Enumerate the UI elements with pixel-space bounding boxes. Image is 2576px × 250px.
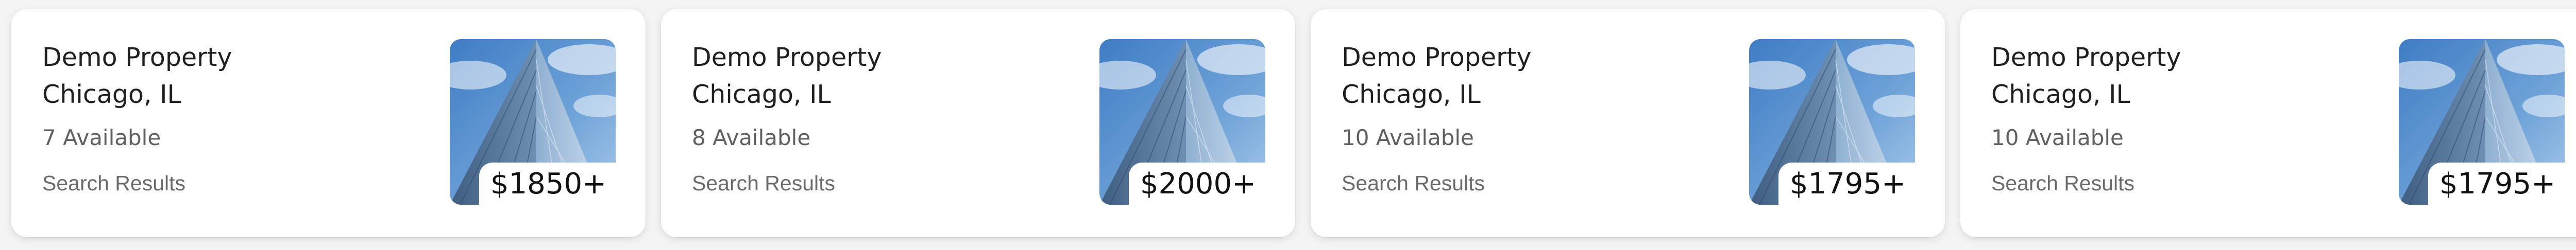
property-photo[interactable]: $1795+ — [2399, 39, 2565, 205]
price-badge: $1850+ — [479, 163, 616, 205]
property-info: Demo Property Chicago, IL 10 Available S… — [1991, 39, 2352, 198]
search-results-link[interactable]: Search Results — [692, 171, 836, 195]
property-location: Chicago, IL — [692, 80, 831, 109]
property-name[interactable]: Demo Property — [692, 43, 882, 72]
property-card[interactable]: Demo Property Chicago, IL 10 Available S… — [1960, 9, 2576, 237]
property-name[interactable]: Demo Property — [1342, 43, 1532, 72]
price-badge: $1795+ — [1778, 163, 1915, 205]
price-badge: $2000+ — [1128, 163, 1265, 205]
availability-count: 10 Available — [1342, 125, 1474, 150]
property-card[interactable]: Demo Property Chicago, IL 10 Available S… — [1311, 9, 1945, 237]
property-location: Chicago, IL — [1991, 80, 2130, 109]
search-results-link[interactable]: Search Results — [42, 171, 186, 195]
search-results-link[interactable]: Search Results — [1991, 171, 2135, 195]
property-location: Chicago, IL — [42, 80, 181, 109]
property-photo[interactable]: $2000+ — [1099, 39, 1265, 205]
property-name[interactable]: Demo Property — [1991, 43, 2181, 72]
property-photo[interactable]: $1850+ — [450, 39, 616, 205]
property-location: Chicago, IL — [1342, 80, 1481, 109]
availability-count: 7 Available — [42, 125, 161, 150]
availability-count: 8 Available — [692, 125, 811, 150]
property-card[interactable]: Demo Property Chicago, IL 8 Available Se… — [661, 9, 1295, 237]
property-name[interactable]: Demo Property — [42, 43, 232, 72]
property-card-row: Demo Property Chicago, IL 7 Available Se… — [11, 9, 2576, 237]
property-info: Demo Property Chicago, IL 7 Available Se… — [42, 39, 403, 198]
property-card[interactable]: Demo Property Chicago, IL 7 Available Se… — [11, 9, 646, 237]
price-badge: $1795+ — [2428, 163, 2565, 205]
property-info: Demo Property Chicago, IL 8 Available Se… — [692, 39, 1053, 198]
search-results-link[interactable]: Search Results — [1342, 171, 1485, 195]
availability-count: 10 Available — [1991, 125, 2124, 150]
property-info: Demo Property Chicago, IL 10 Available S… — [1342, 39, 1702, 198]
property-photo[interactable]: $1795+ — [1749, 39, 1915, 205]
